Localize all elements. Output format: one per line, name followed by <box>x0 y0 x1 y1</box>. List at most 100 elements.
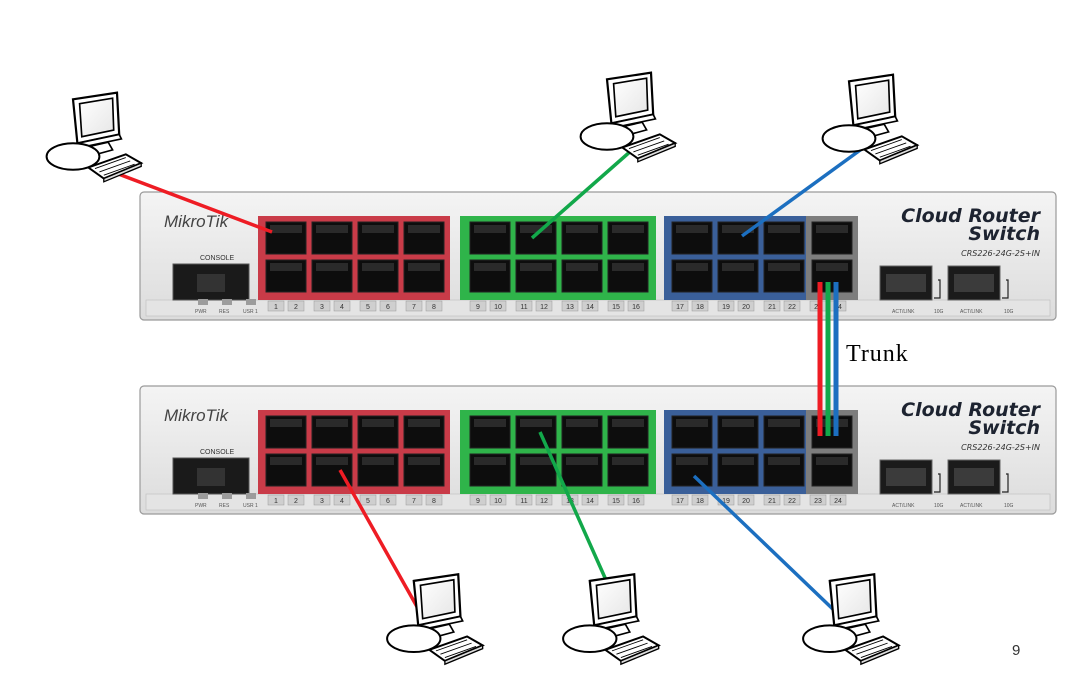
rj45-port <box>311 259 353 293</box>
rj45-port <box>403 453 445 487</box>
product-name-line2: Switch <box>968 223 1040 245</box>
sfp-label: ACT/LINK <box>892 503 915 509</box>
sfp-label: 10G <box>934 503 944 509</box>
sfp-label: 10G <box>1004 503 1014 509</box>
status-led <box>222 299 232 305</box>
rj45-port <box>763 259 805 293</box>
status-led <box>222 493 232 499</box>
page-number: 9 <box>1012 642 1021 659</box>
port-number: 19 <box>722 304 730 311</box>
rj45-port <box>469 259 511 293</box>
console-port <box>172 263 250 301</box>
computer-bottom-middle <box>561 573 660 666</box>
sfp-label: ACT/LINK <box>960 309 983 315</box>
port-number: 24 <box>834 498 842 505</box>
port-number: 4 <box>340 304 344 311</box>
port-number: 23 <box>814 498 822 505</box>
port-number: 8 <box>432 304 436 311</box>
port-number: 11 <box>520 498 527 505</box>
cable-red-top <box>91 162 273 234</box>
rj45-port <box>469 221 511 255</box>
console-label: CONSOLE <box>200 449 235 456</box>
port-number: 1 <box>274 304 278 311</box>
rj45-port <box>763 415 805 449</box>
led-label: PWR <box>195 503 207 509</box>
port-number: 18 <box>696 304 704 311</box>
brand-logo: MikroTik <box>164 406 230 425</box>
rj45-port <box>607 221 649 255</box>
port-number: 2 <box>294 498 298 505</box>
port-number: 19 <box>722 498 730 505</box>
port-number: 7 <box>412 498 416 505</box>
port-number: 9 <box>476 304 480 311</box>
status-led <box>198 299 208 305</box>
rj45-port <box>717 415 759 449</box>
rj45-port <box>357 221 399 255</box>
port-number: 7 <box>412 304 416 311</box>
rj45-port <box>311 453 353 487</box>
rj45-port <box>671 415 713 449</box>
rj45-port <box>671 221 713 255</box>
computer-top-left <box>45 91 143 183</box>
rj45-port <box>607 415 649 449</box>
rj45-port <box>671 453 713 487</box>
cable-green-top <box>530 148 634 240</box>
sfp-label: 10G <box>934 309 944 315</box>
port-number: 21 <box>768 304 776 311</box>
rj45-port <box>357 259 399 293</box>
rj45-port <box>607 453 649 487</box>
rj45-port <box>763 221 805 255</box>
sfp-port <box>947 459 1009 495</box>
rj45-port <box>561 453 603 487</box>
led-label: USR 1 <box>243 309 258 315</box>
rj45-port <box>357 453 399 487</box>
rj45-port <box>311 221 353 255</box>
rj45-port <box>671 259 713 293</box>
port-number: 6 <box>386 304 390 311</box>
rj45-port <box>311 415 353 449</box>
product-name-line2: Switch <box>968 417 1040 439</box>
port-number: 22 <box>788 304 796 311</box>
rj45-port <box>265 453 307 487</box>
model-number: CRS226-24G-2S+IN <box>961 249 1040 258</box>
sfp-label: 10G <box>1004 309 1014 315</box>
rj45-port <box>265 221 307 255</box>
port-number: 10 <box>494 304 502 311</box>
port-number: 20 <box>742 498 750 505</box>
trunk-cable <box>817 282 839 436</box>
status-led <box>246 493 256 499</box>
port-number: 21 <box>768 498 776 505</box>
port-number: 3 <box>320 498 324 505</box>
computer-top-middle <box>579 71 677 163</box>
sfp-port <box>947 265 1009 301</box>
port-number: 9 <box>476 498 480 505</box>
port-number: 3 <box>320 304 324 311</box>
rj45-port <box>515 259 557 293</box>
console-label: CONSOLE <box>200 255 235 262</box>
model-number: CRS226-24G-2S+IN <box>961 443 1040 452</box>
rj45-port <box>265 259 307 293</box>
port-number: 1 <box>274 498 278 505</box>
port-number: 8 <box>432 498 436 505</box>
rj45-port <box>403 259 445 293</box>
computer-top-right <box>821 73 919 165</box>
rj45-port <box>403 415 445 449</box>
rj45-port <box>515 221 557 255</box>
cable-blue-bottom <box>692 474 840 616</box>
rj45-port <box>717 453 759 487</box>
status-led <box>246 299 256 305</box>
port-number: 22 <box>788 498 796 505</box>
port-number: 12 <box>540 498 548 505</box>
port-number: 20 <box>742 304 750 311</box>
rj45-port <box>561 415 603 449</box>
led-label: RES <box>219 309 230 315</box>
port-number: 17 <box>676 498 684 505</box>
cable-red-bottom <box>338 469 422 613</box>
port-number: 13 <box>566 304 574 311</box>
rj45-port <box>763 453 805 487</box>
led-label: RES <box>219 503 230 509</box>
rj45-port <box>561 259 603 293</box>
rj45-port <box>403 221 445 255</box>
computer-bottom-left <box>385 573 484 666</box>
